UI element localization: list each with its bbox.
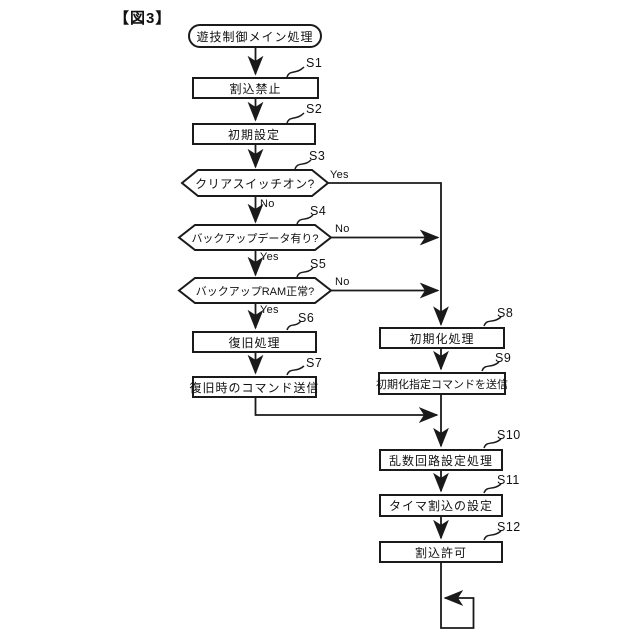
step-tag-s3: S3 [309, 149, 326, 163]
tag-leader-s1 [286, 66, 305, 78]
edge-loop-return [440, 563, 475, 629]
tag-leader-s9 [481, 361, 500, 372]
process-s1: 割込禁止 [192, 77, 319, 99]
tag-leader-s4 [296, 214, 314, 225]
step-tag-s7: S7 [306, 356, 323, 370]
step-tag-s9: S9 [495, 351, 512, 365]
decision-s3-label: クリアスイッチオン? [195, 176, 315, 191]
step-tag-s8: S8 [497, 306, 514, 320]
tag-leader-s8 [483, 316, 502, 327]
tag-leader-s10 [483, 438, 502, 449]
process-s12: 割込許可 [379, 541, 503, 563]
branch-label-s4-yes: Yes [260, 251, 279, 263]
step-tag-s6: S6 [298, 311, 315, 325]
step-tag-s10: S10 [497, 428, 521, 442]
figure-label: 【図3】 [114, 10, 172, 27]
tag-leader-s5 [296, 267, 314, 278]
step-tag-s4: S4 [310, 204, 327, 218]
branch-label-s4-no: No [335, 223, 350, 235]
process-s2: 初期設定 [192, 123, 316, 145]
process-s11: タイマ割込の設定 [379, 494, 503, 517]
step-tag-s12: S12 [497, 520, 521, 534]
branch-label-s3-no: No [260, 198, 275, 210]
step-tag-s2: S2 [306, 102, 323, 116]
decision-shape-s3 [180, 169, 330, 197]
tag-leader-s3 [294, 159, 312, 170]
edge-s7-merge [254, 398, 439, 423]
tag-leader-s2 [286, 112, 305, 124]
process-s10: 乱数回路設定処理 [379, 449, 503, 471]
step-tag-s1: S1 [306, 56, 323, 70]
tag-leader-s6 [286, 320, 302, 331]
edge-s3-yes-s8 [328, 182, 449, 327]
decision-shape-s5 [177, 277, 333, 304]
tag-leader-s12 [483, 530, 502, 541]
tag-leader-s7 [286, 365, 305, 376]
process-s7: 復旧時のコマンド送信 [190, 376, 319, 398]
step-tag-s5: S5 [310, 257, 327, 271]
process-s9: 初期化指定コマンドを送信 [376, 372, 508, 395]
process-s6: 復旧処理 [192, 331, 317, 353]
step-tag-s11: S11 [497, 473, 520, 487]
branch-label-s5-no: No [335, 276, 350, 288]
process-s8: 初期化処理 [379, 327, 505, 349]
branch-label-s5-yes: Yes [260, 304, 279, 316]
decision-s4-label: バックアップデータ有り? [191, 232, 319, 245]
decision-shape-s4 [177, 224, 333, 251]
decision-s5-label: バックアップRAM正常? [195, 285, 315, 298]
tag-leader-s11 [483, 483, 502, 494]
branch-label-s3-yes: Yes [330, 169, 349, 181]
start-terminal: 遊技制御メイン処理 [188, 24, 322, 48]
